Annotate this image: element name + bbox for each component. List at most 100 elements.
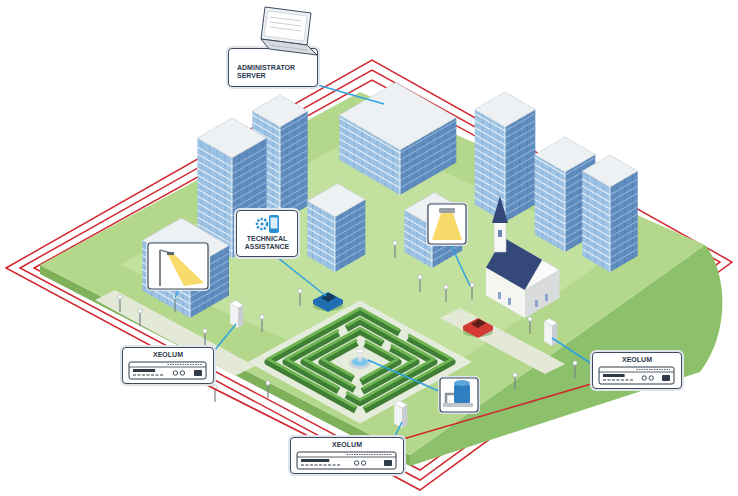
callout-box: XEOLUM [592, 352, 682, 389]
floor-band [335, 234, 365, 252]
laptop-screen [261, 7, 311, 45]
face-right [238, 305, 243, 328]
lamp-globe [138, 309, 142, 313]
gear-hub [260, 222, 263, 225]
floor-band [582, 193, 610, 209]
device-display [301, 459, 329, 462]
floor-band [280, 122, 308, 138]
gear [257, 219, 267, 229]
floor-band [505, 149, 535, 167]
device-dial [361, 461, 365, 465]
network-cable [20, 70, 720, 480]
lamp-globe [266, 381, 270, 385]
floor-band [535, 179, 565, 197]
floor-band [535, 214, 565, 232]
floor-band [280, 136, 308, 152]
laptop-keyboard [261, 39, 317, 55]
city-objects [118, 80, 638, 442]
lamp-post [261, 318, 262, 332]
laptop-icon [257, 5, 319, 61]
floor-band [475, 156, 505, 174]
network-cable [404, 384, 592, 439]
lamp-globe [260, 315, 264, 319]
floor-band [197, 147, 232, 167]
face-top [535, 137, 596, 172]
assistance-icon [255, 214, 281, 234]
floor-band [610, 179, 638, 195]
floor-band [610, 200, 638, 216]
leader-line [450, 243, 470, 286]
floor-band [339, 139, 400, 174]
control-cabinet [230, 301, 243, 329]
car-body [313, 292, 343, 312]
floor-band [475, 142, 505, 160]
floor-band [535, 228, 565, 246]
lamp-globe [393, 241, 397, 245]
device-ports [301, 465, 341, 466]
lamp-post [119, 298, 120, 312]
edge-highlight [505, 127, 506, 222]
lamp-post [471, 286, 472, 300]
floor-band [335, 206, 365, 224]
device-leds [637, 369, 671, 370]
car [313, 292, 343, 312]
floor-band [335, 241, 365, 259]
floor-band [505, 128, 535, 146]
office-building [142, 218, 229, 318]
screen-line [270, 17, 301, 21]
device-button [194, 370, 202, 376]
lamp-post [267, 384, 268, 398]
hedge-top [268, 308, 452, 409]
callout-frame [440, 378, 478, 412]
edge-highlight [335, 217, 336, 272]
controller-device [128, 361, 207, 380]
hedge-top [286, 318, 434, 399]
floor-band [335, 220, 365, 238]
floor-band [307, 249, 335, 265]
floor-band [610, 214, 638, 230]
floor-band [280, 192, 308, 208]
floor-band [280, 178, 308, 194]
car [463, 318, 493, 338]
device-case [599, 367, 674, 384]
church-tower [494, 222, 506, 252]
floor-band [475, 163, 505, 181]
pump-base [443, 403, 473, 407]
lamp-globe [118, 295, 122, 299]
lamp-head [439, 208, 455, 213]
pump-pipe [446, 394, 454, 404]
callout-box: TECHNICAL ASSISTANCE [236, 210, 298, 257]
leader-line [368, 360, 441, 392]
device-button [384, 460, 392, 466]
network-cable [34, 80, 708, 470]
lamp-globe [528, 317, 532, 321]
device-dial [642, 376, 646, 380]
lamp-post [419, 278, 420, 292]
face-right [402, 405, 407, 428]
floor-band [400, 121, 456, 154]
floor-band [475, 135, 505, 153]
church-window [535, 300, 538, 307]
floor-band [232, 147, 267, 167]
device-display [603, 374, 625, 377]
lamp-post [394, 244, 395, 258]
floor-band [190, 289, 229, 312]
maze [268, 311, 452, 412]
network-cable [205, 384, 310, 437]
floor-band [535, 193, 565, 211]
lamp-post [139, 312, 140, 326]
face-top [544, 319, 557, 327]
face-top [339, 83, 456, 151]
floor-band [280, 143, 308, 159]
face-top [394, 401, 407, 409]
floor-band [582, 207, 610, 223]
church-window [498, 230, 502, 237]
device-display [133, 369, 155, 372]
floor-band [339, 118, 400, 153]
callout-frame [428, 204, 466, 244]
floor-band [307, 214, 335, 230]
lamp-globe [573, 361, 577, 365]
floor-band [475, 149, 505, 167]
